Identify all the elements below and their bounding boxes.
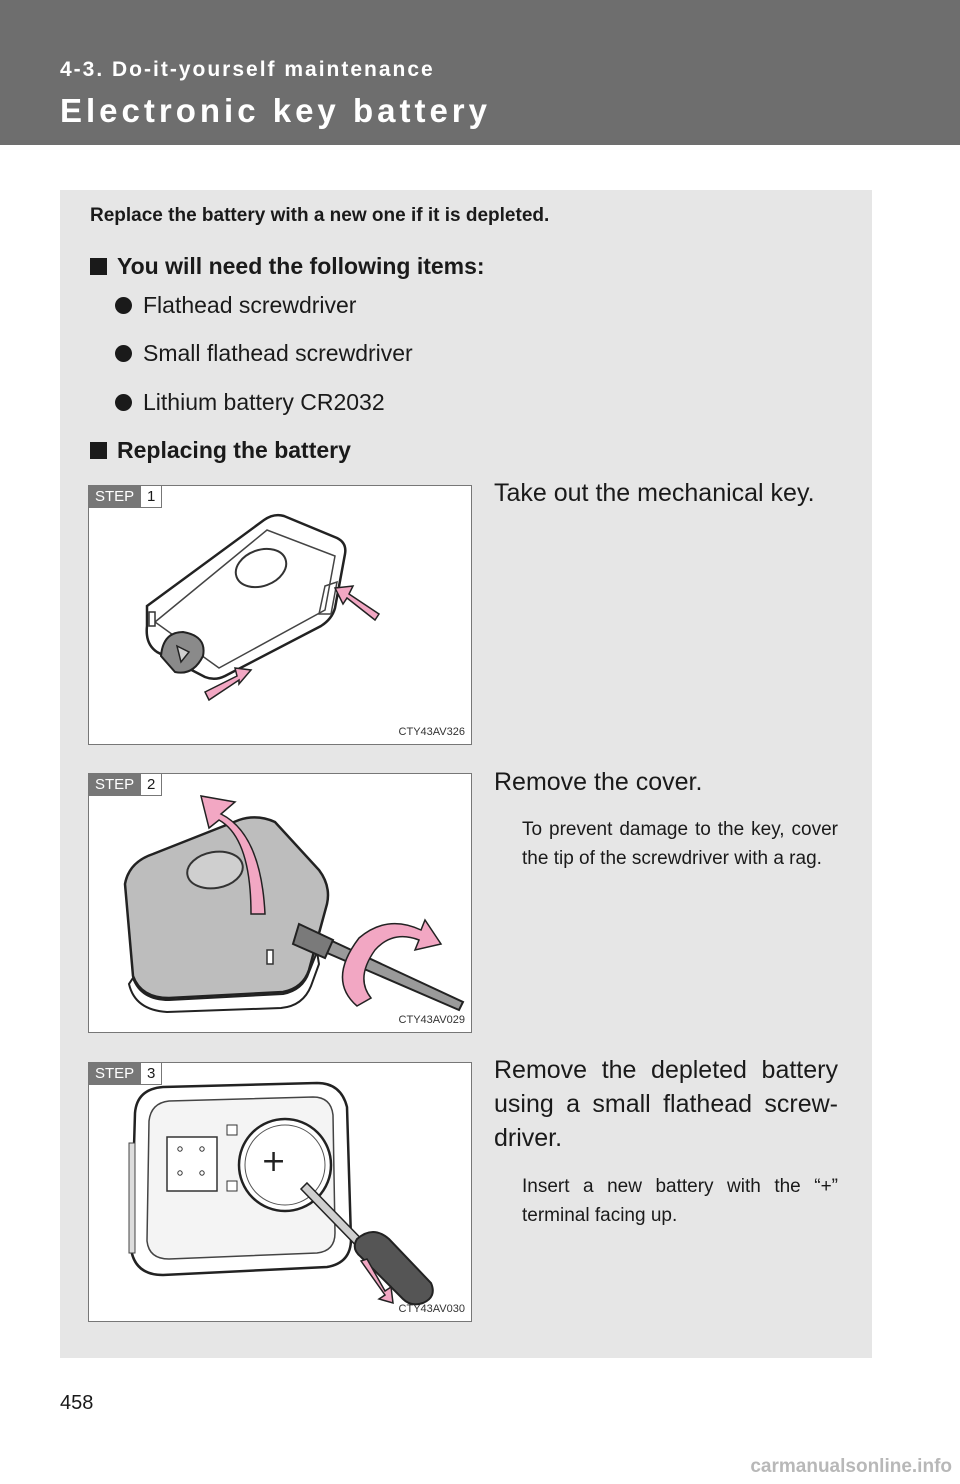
step-2-note: To prevent damage to the key, cover the … <box>522 819 838 869</box>
intro-text: Replace the battery with a new one if it… <box>90 205 550 226</box>
battery-removal-drawing: + <box>128 1081 434 1306</box>
step-3-note: Insert a new battery with the “+” termin… <box>522 1176 838 1226</box>
page-title: Electronic key battery <box>60 92 491 129</box>
figure-code: CTY43AV326 <box>398 726 465 738</box>
step-3-text: Remove the depleted battery using a smal… <box>494 1056 838 1152</box>
list-item: Small flathead screwdriver <box>115 340 413 367</box>
list-item: Lithium battery CR2032 <box>115 389 385 416</box>
header-band: 4-3. Do-it-yourself maintenance Electron… <box>0 0 960 145</box>
list-item: Flathead screwdriver <box>115 292 356 319</box>
bullet-icon <box>115 297 132 314</box>
replacing-heading: Replacing the battery <box>90 437 351 464</box>
items-heading: You will need the following items: <box>90 253 485 280</box>
step-2-text: Remove the cover. <box>494 768 703 796</box>
square-bullet-icon <box>90 442 107 459</box>
square-bullet-icon <box>90 258 107 275</box>
bullet-icon <box>115 394 132 411</box>
watermark: carmanualsonline.info <box>750 1456 952 1477</box>
key-removal-drawing <box>145 513 381 702</box>
cover-removal-drawing <box>123 795 465 1014</box>
section-label: 4-3. Do-it-yourself maintenance <box>60 58 435 81</box>
page-number: 458 <box>60 1392 94 1414</box>
bullet-icon <box>115 345 132 362</box>
figure-code: CTY43AV029 <box>398 1014 465 1026</box>
figure-code: CTY43AV030 <box>398 1303 465 1315</box>
svg-text:+: + <box>261 1144 286 1179</box>
step-1-text: Take out the mechanical key. <box>494 479 815 507</box>
